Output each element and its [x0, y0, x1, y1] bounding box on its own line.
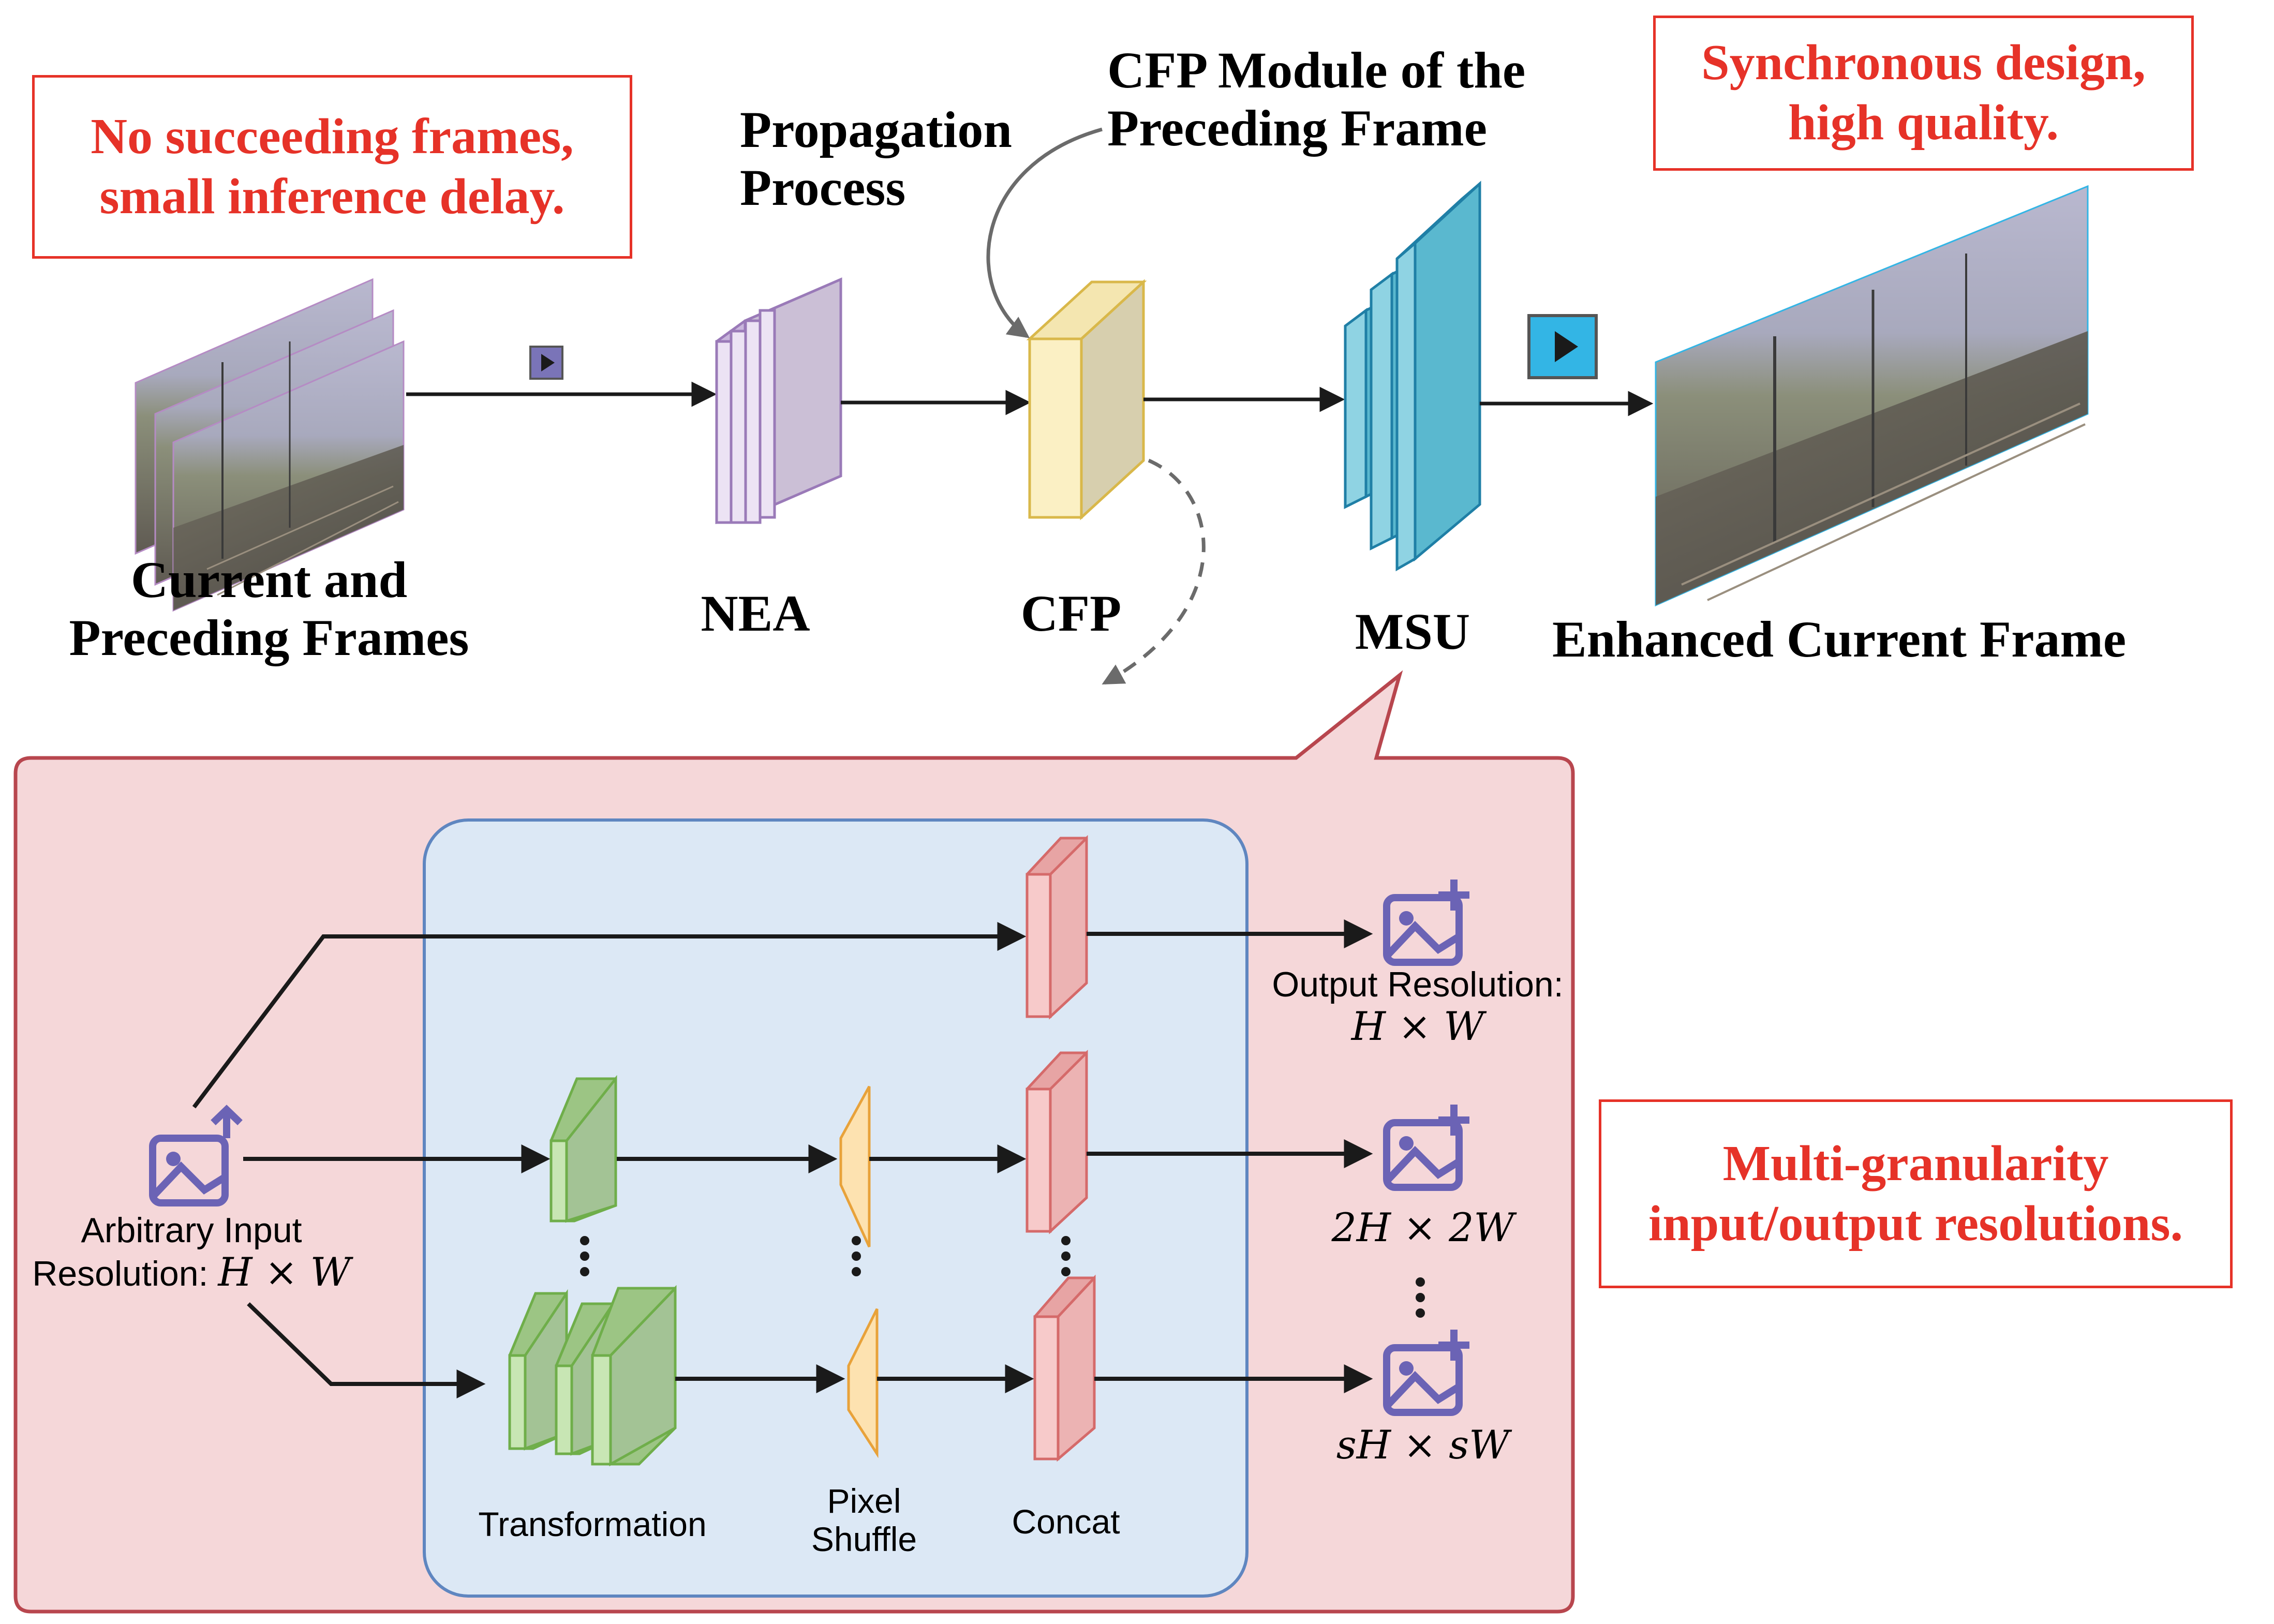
transformation-block-bottom [508, 1285, 677, 1467]
note-no-succeeding-frames: No succeeding frames, small inference de… [32, 75, 632, 259]
output-resolution-2: 2H × 2W [1331, 1204, 1514, 1250]
pixel-shuffle-block-middle [839, 1085, 871, 1248]
image-add-icon-1 [1383, 880, 1469, 966]
output-resolution-1-math: H × W [1351, 1003, 1484, 1050]
pixel-shuffle-block-bottom [847, 1308, 879, 1458]
image-add-icon-3 [1383, 1330, 1469, 1416]
arbitrary-input-label: Arbitrary Input Resolution: H × W [16, 1211, 367, 1294]
propagation-process-label: Propagation Process [740, 101, 1012, 216]
branch-bottom-line [247, 1302, 486, 1398]
note-synchronous-design: Synchronous design, high quality. [1653, 16, 2194, 171]
transformation-label: Transformation [478, 1505, 707, 1543]
arbitrary-input-math: H × W [218, 1249, 351, 1295]
output-resolution-3: sH × sW [1336, 1422, 1510, 1468]
arbitrary-input-line2: Resolution: H × W [16, 1250, 367, 1294]
concat-block-bottom [1033, 1274, 1096, 1462]
concat-label: Concat [1012, 1502, 1120, 1541]
note-no-succeeding-frames-text: No succeeding frames, small inference de… [91, 108, 574, 225]
transformation-block-middle [549, 1075, 617, 1223]
branch-top-line [192, 922, 1027, 1109]
concat-block-middle [1025, 1049, 1088, 1234]
output-frame-label: Enhanced Current Frame [1552, 610, 2127, 668]
play-icon-large [1527, 314, 1598, 379]
nea-block [715, 277, 842, 524]
input-frames [135, 278, 405, 612]
input-frames-label: Current and Preceding Frames [69, 551, 469, 666]
concat-block-top [1025, 835, 1088, 1020]
ellipsis-dots [580, 1236, 1425, 1318]
arrow-cfp-propagation [1102, 458, 1206, 685]
note-multi-granularity-text: Multi-granularity input/output resolutio… [1648, 1135, 2183, 1251]
output-frame [1655, 185, 2089, 607]
cfp-block [1026, 279, 1147, 520]
msu-block [1344, 181, 1481, 572]
cfp-label: CFP [1020, 585, 1122, 642]
play-icon-small [529, 346, 563, 380]
arbitrary-input-resolution-word: Resolution: [32, 1254, 218, 1294]
arrow-preceding-cfp [986, 127, 1103, 338]
note-multi-granularity: Multi-granularity input/output resolutio… [1599, 1099, 2233, 1288]
image-upload-icon [149, 1105, 243, 1206]
arbitrary-input-line1: Arbitrary Input [81, 1211, 302, 1250]
msu-label: MSU [1355, 603, 1470, 660]
output-resolution-1: Output Resolution: H × W [1252, 965, 1583, 1048]
pixel-shuffle-label: Pixel Shuffle [811, 1482, 917, 1558]
image-add-icon-2 [1383, 1105, 1469, 1191]
output-resolution-1-line1: Output Resolution: [1272, 965, 1564, 1004]
note-synchronous-design-text: Synchronous design, high quality. [1701, 35, 2146, 151]
nea-label: NEA [701, 585, 810, 642]
cfp-module-label: CFP Module of the Preceding Frame [1107, 41, 1526, 157]
